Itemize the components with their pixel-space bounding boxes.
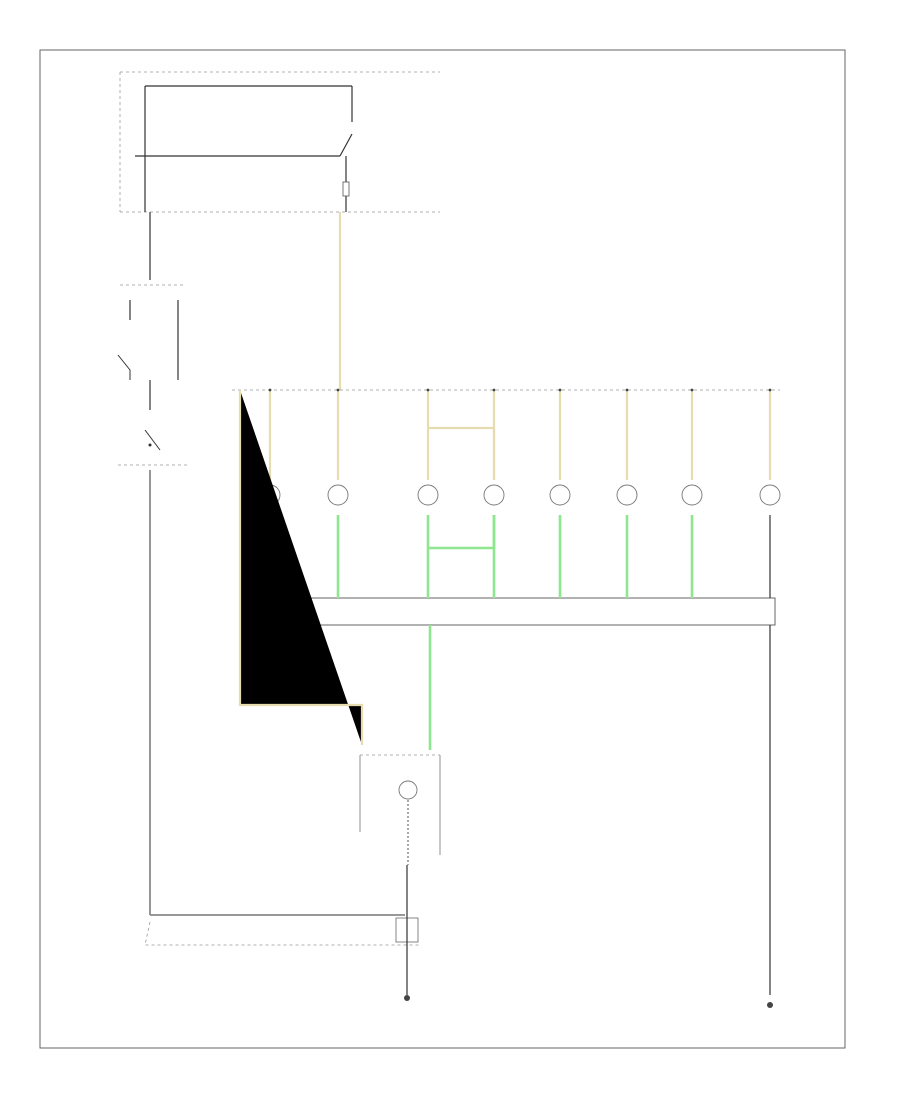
bulb-icon xyxy=(417,484,439,506)
connector-pin xyxy=(336,388,340,392)
dimmer-wire-tan xyxy=(238,390,364,745)
jumper-tan xyxy=(428,426,496,480)
bottom-grounds xyxy=(144,625,773,1008)
connector-pin xyxy=(690,388,694,392)
diagram-border xyxy=(39,49,846,1049)
connector-pin xyxy=(268,388,272,392)
ignition-switch-chain xyxy=(117,212,190,915)
connector-pin xyxy=(492,388,496,392)
bulb-icon xyxy=(759,484,781,506)
connector-pin xyxy=(768,388,772,392)
connector-pin xyxy=(558,388,562,392)
bulb-column xyxy=(759,388,781,598)
bottom-bus-connector xyxy=(259,597,776,626)
bulb-column xyxy=(483,388,505,598)
bulb-icon xyxy=(681,484,703,506)
bulb-column xyxy=(616,388,638,598)
bulb-group xyxy=(259,388,781,598)
connector-pin xyxy=(426,388,430,392)
ground-symbol-left xyxy=(404,995,410,1001)
bulb-icon xyxy=(549,484,571,506)
rheostat-unit xyxy=(359,754,441,865)
bulb-icon xyxy=(327,484,349,506)
bulb-column xyxy=(549,388,571,598)
bulb-icon xyxy=(483,484,505,506)
bulb-column xyxy=(681,388,703,598)
connector-pin xyxy=(625,388,629,392)
jumper-green xyxy=(428,515,496,550)
bulb-icon xyxy=(616,484,638,506)
bulb-column xyxy=(327,388,349,598)
bulb-column xyxy=(417,388,439,598)
fuse-relay-box xyxy=(119,71,440,213)
ground-symbol-right xyxy=(767,1002,773,1008)
